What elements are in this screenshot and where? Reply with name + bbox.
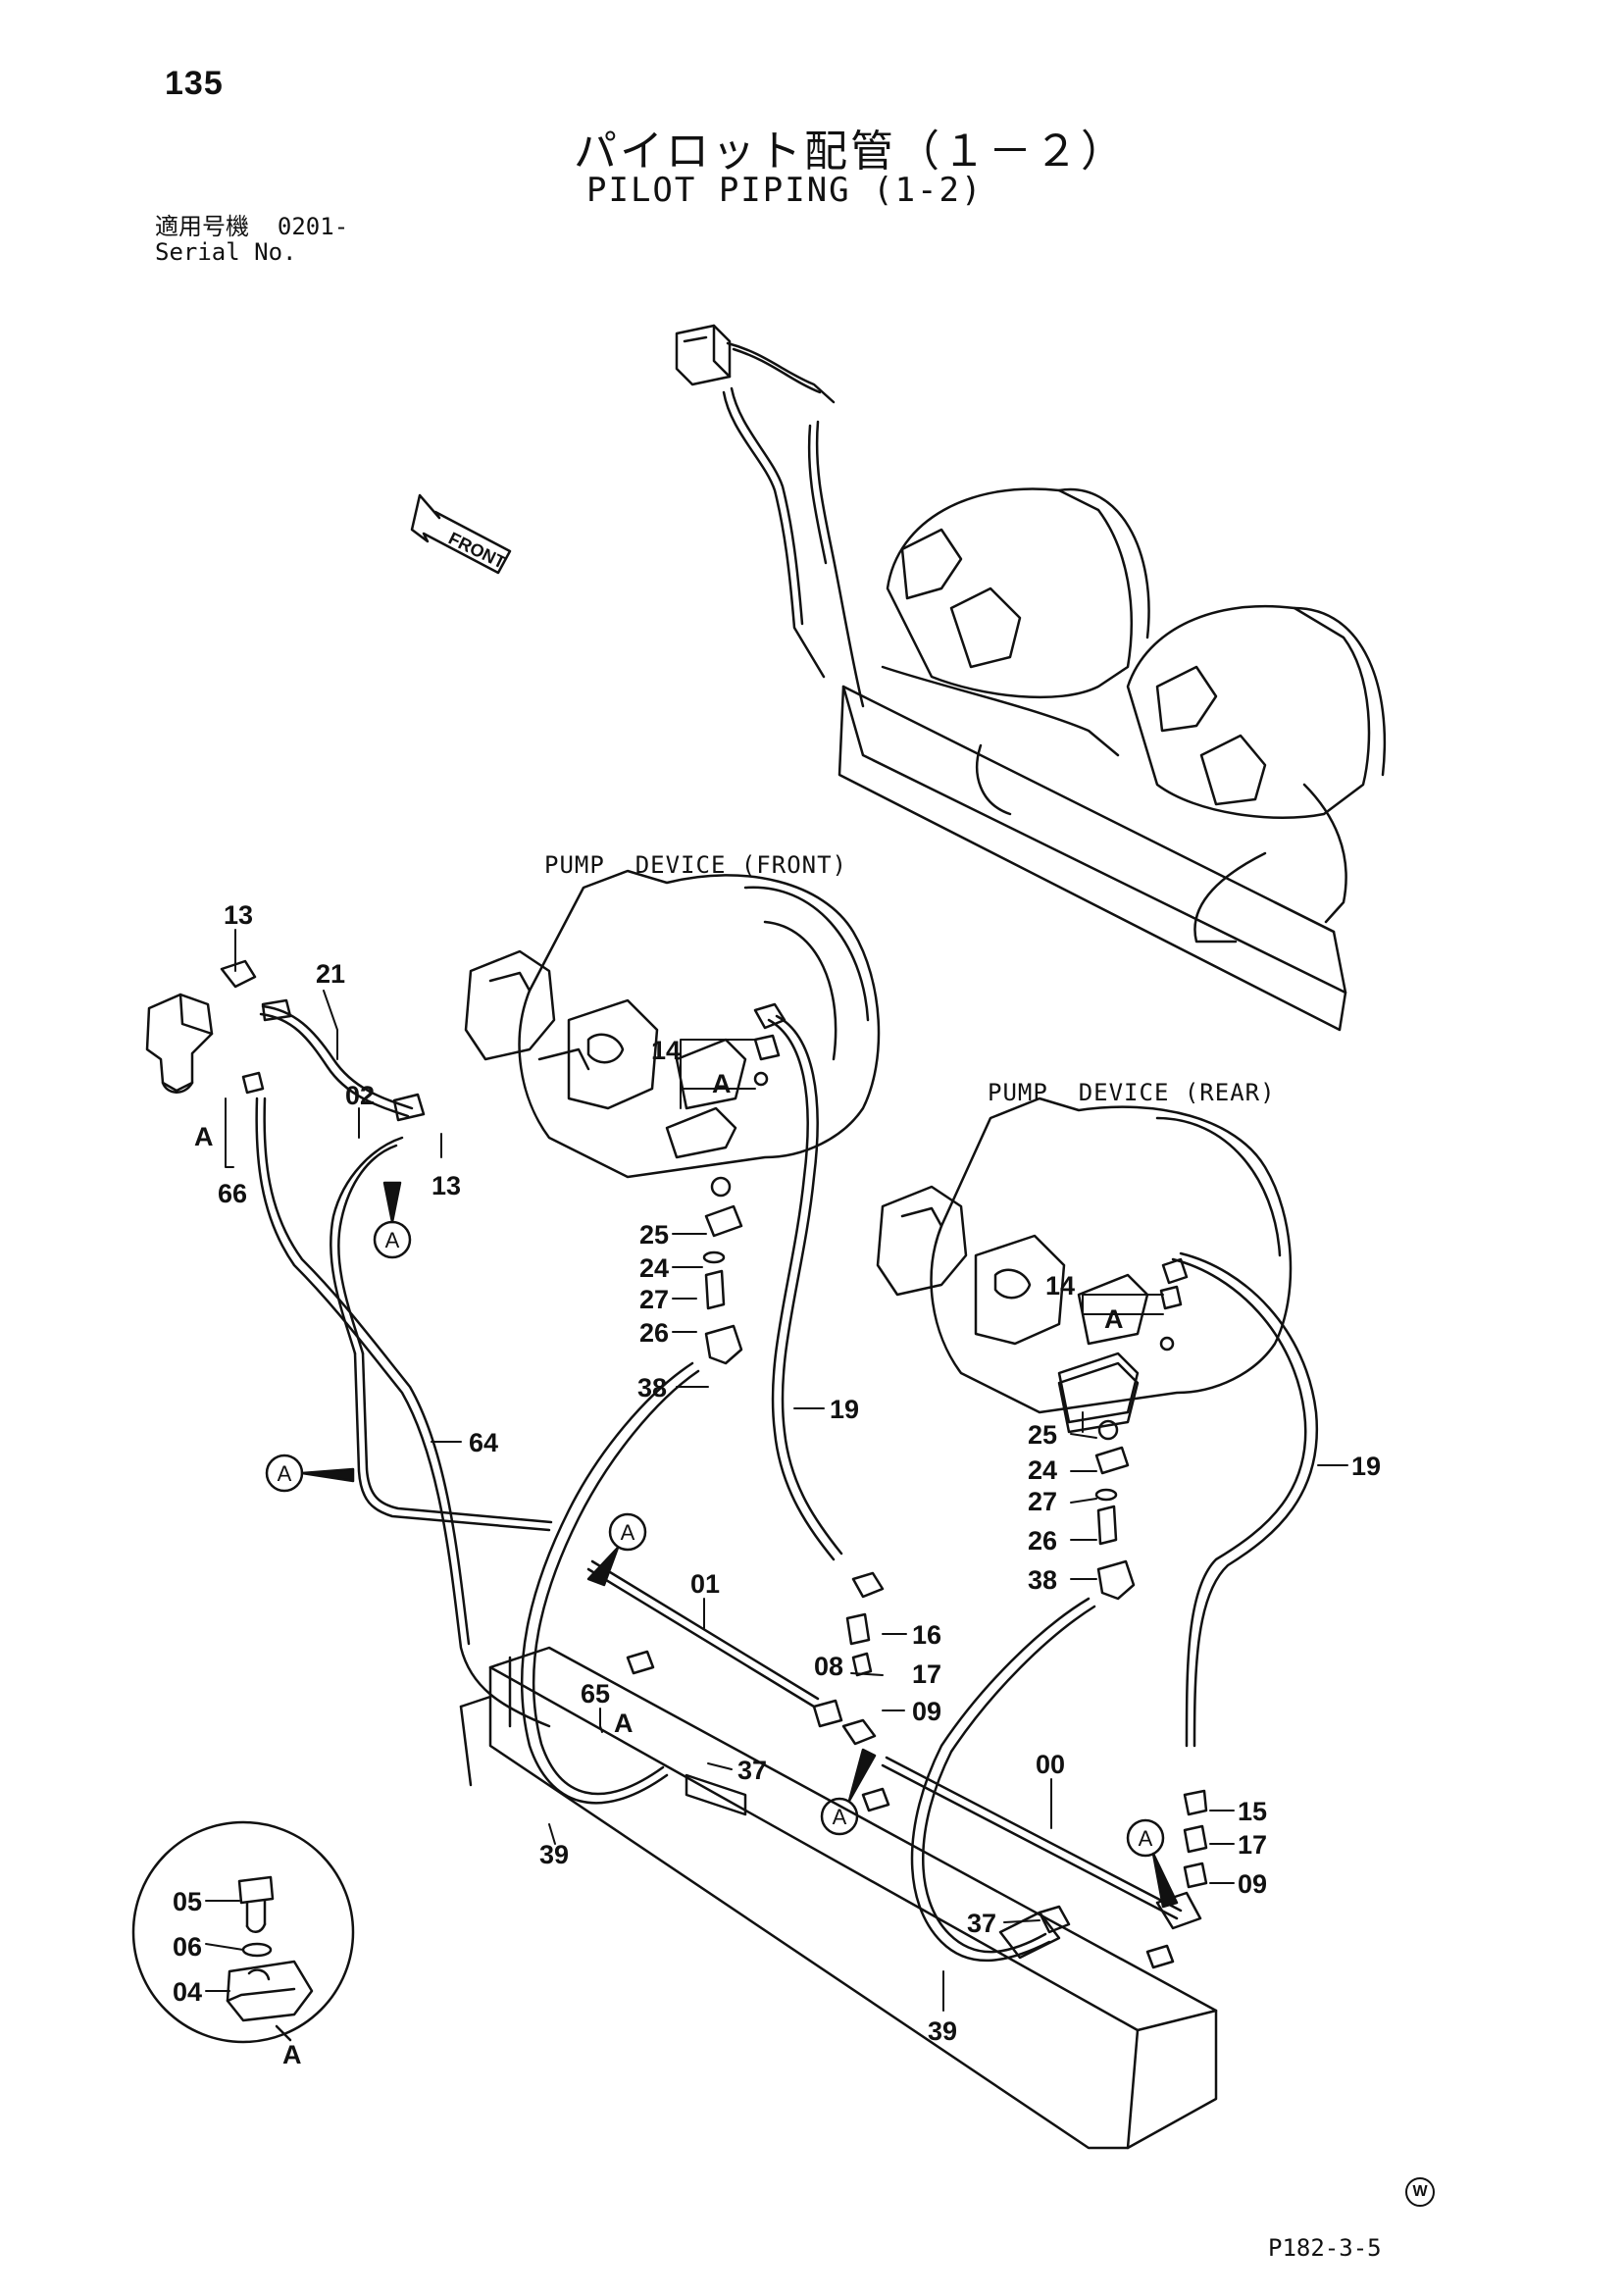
pump-device-rear-label: PUMP DEVICE (REAR) — [988, 1079, 1276, 1106]
callout-21: 21 — [316, 959, 345, 989]
w-mark: W — [1405, 2177, 1435, 2207]
callout-39: 39 — [539, 1840, 569, 1869]
callout-37: 37 — [967, 1909, 996, 1938]
callout-39: 39 — [928, 2016, 957, 2046]
callout-26: 26 — [1028, 1526, 1057, 1556]
pump-device-front — [464, 869, 881, 1179]
pump-device-front-label: PUMP DEVICE (FRONT) — [544, 851, 847, 879]
callout-65: 65 — [581, 1679, 610, 1709]
pilot-valve-block — [145, 959, 265, 1095]
front-pump-fittings — [665, 1002, 885, 1746]
callout-37: 37 — [737, 1756, 767, 1785]
callout-09: 09 — [1238, 1869, 1267, 1899]
callout-05: 05 — [173, 1887, 202, 1916]
callout-38: 38 — [637, 1373, 667, 1403]
circled-ref-a: A — [265, 1454, 355, 1493]
callout-04: 04 — [173, 1977, 202, 2007]
hydraulic-tank — [459, 1646, 1218, 2150]
serial-label-jp: 適用号機 — [155, 213, 249, 240]
serial-value: 0201- — [277, 213, 349, 240]
callout-19: 19 — [1351, 1452, 1381, 1481]
callout-09: 09 — [912, 1697, 941, 1726]
upper-overview-assembly — [675, 324, 1387, 1032]
callout-64: 64 — [469, 1428, 498, 1457]
svg-text:A: A — [385, 1228, 400, 1252]
callout-26: 26 — [639, 1318, 669, 1348]
callout-17: 17 — [912, 1659, 941, 1689]
callout-a: A — [282, 2040, 302, 2069]
callout-19: 19 — [830, 1395, 859, 1424]
title-english: PILOT PIPING (1-2) — [586, 171, 984, 210]
title-japanese: パイロット配管（１－２） — [574, 127, 1127, 177]
callout-13: 13 — [431, 1171, 461, 1200]
svg-text:A: A — [833, 1805, 847, 1829]
callout-a: A — [194, 1122, 214, 1151]
callout-08: 08 — [814, 1652, 843, 1681]
part-callouts: 13 21 02 13 66 A 14 25 24 27 26 38 19 64… — [173, 900, 1381, 2069]
callout-14: 14 — [1045, 1271, 1075, 1301]
page-number: 135 — [165, 65, 224, 102]
callout-15: 15 — [1238, 1797, 1267, 1826]
callout-38: 38 — [1028, 1565, 1057, 1595]
callout-27: 27 — [1028, 1487, 1057, 1516]
circled-ref-a: A — [820, 1748, 877, 1836]
diagram-code: P182-3-5 — [1268, 2234, 1382, 2262]
callout-14: 14 — [651, 1036, 681, 1065]
callout-13: 13 — [224, 900, 253, 930]
front-arrow: FRONT — [410, 493, 512, 575]
callout-27: 27 — [639, 1285, 669, 1314]
leader-lines — [205, 929, 1348, 2012]
callout-16: 16 — [912, 1620, 941, 1650]
clamp-detail-inset — [131, 1820, 355, 2044]
rear-pump-fittings — [1038, 1257, 1208, 1934]
callout-06: 06 — [173, 1932, 202, 1962]
callout-02: 02 — [345, 1081, 375, 1110]
callout-24: 24 — [639, 1253, 669, 1283]
callout-a: A — [1104, 1304, 1124, 1334]
pilot-hoses — [255, 998, 1319, 1963]
circled-reference-markers: A A A A A — [265, 1181, 1179, 1909]
callout-00: 00 — [1036, 1750, 1065, 1779]
svg-text:A: A — [621, 1520, 635, 1545]
circled-ref-a: A — [586, 1512, 647, 1587]
svg-text:A: A — [1139, 1826, 1153, 1851]
callout-24: 24 — [1028, 1455, 1057, 1485]
serial-label-en: Serial No. — [155, 238, 297, 266]
callout-a: A — [712, 1069, 732, 1098]
serial-applicability: 適用号機 0201- Serial No. — [155, 214, 348, 265]
svg-text:A: A — [278, 1461, 292, 1486]
callout-25: 25 — [1028, 1420, 1057, 1450]
callout-66: 66 — [218, 1179, 247, 1208]
callout-25: 25 — [639, 1220, 669, 1250]
callout-01: 01 — [690, 1569, 720, 1599]
callout-a: A — [614, 1709, 634, 1738]
circled-ref-a: A — [373, 1181, 412, 1259]
circled-ref-a: A — [1126, 1818, 1179, 1909]
callout-17: 17 — [1238, 1830, 1267, 1860]
